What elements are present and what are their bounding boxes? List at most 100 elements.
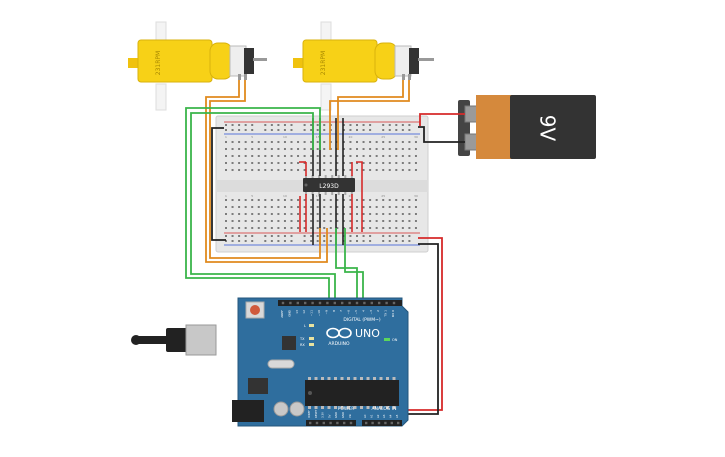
terminal-hole[interactable] <box>225 220 227 222</box>
rail-hole[interactable] <box>362 235 365 237</box>
terminal-hole[interactable] <box>323 155 326 157</box>
terminal-hole[interactable] <box>388 220 391 222</box>
terminal-hole[interactable] <box>342 227 345 229</box>
terminal-hole[interactable] <box>251 227 254 229</box>
terminal-hole[interactable] <box>401 213 404 215</box>
terminal-hole[interactable] <box>395 162 398 164</box>
analog-pin-hole[interactable] <box>384 421 387 425</box>
rail-hole[interactable] <box>362 124 365 126</box>
rail-hole[interactable] <box>231 240 234 242</box>
terminal-hole[interactable] <box>303 227 306 229</box>
dc-motor-left[interactable]: 231RPM <box>128 21 267 111</box>
rail-hole[interactable] <box>303 129 306 131</box>
terminal-hole[interactable] <box>336 227 339 229</box>
terminal-hole[interactable] <box>251 169 254 171</box>
terminal-hole[interactable] <box>277 148 280 150</box>
rail-hole[interactable] <box>356 240 358 242</box>
rail-hole[interactable] <box>362 129 365 131</box>
rail-hole[interactable] <box>310 240 313 242</box>
terminal-hole[interactable] <box>369 148 372 150</box>
rail-hole[interactable] <box>283 240 286 242</box>
wire-orange-motor-left-b[interactable] <box>209 80 321 259</box>
terminal-hole[interactable] <box>414 162 417 164</box>
rail-hole[interactable] <box>369 235 372 237</box>
terminal-hole[interactable] <box>238 162 241 164</box>
rail-hole[interactable] <box>323 124 326 126</box>
analog-header[interactable] <box>362 420 402 426</box>
terminal-hole[interactable] <box>342 162 345 164</box>
terminal-hole[interactable] <box>375 148 378 150</box>
motor-right-terminal-2[interactable] <box>408 74 411 80</box>
terminal-hole[interactable] <box>310 227 313 229</box>
terminal-hole[interactable] <box>356 213 358 215</box>
terminal-hole[interactable] <box>290 213 293 215</box>
terminal-hole[interactable] <box>238 220 241 222</box>
rail-hole[interactable] <box>264 240 267 242</box>
power-pin-hole[interactable] <box>322 421 325 425</box>
terminal-hole[interactable] <box>395 148 398 150</box>
terminal-hole[interactable] <box>244 141 247 143</box>
terminal-hole[interactable] <box>257 162 260 164</box>
terminal-hole[interactable] <box>316 155 319 157</box>
terminal-hole[interactable] <box>408 148 411 150</box>
terminal-hole[interactable] <box>329 169 332 171</box>
terminal-hole[interactable] <box>303 155 306 157</box>
analog-pin-hole[interactable] <box>397 421 400 425</box>
terminal-hole[interactable] <box>401 169 404 171</box>
terminal-hole[interactable] <box>310 199 313 201</box>
terminal-hole[interactable] <box>283 199 286 201</box>
terminal-hole[interactable] <box>231 162 234 164</box>
terminal-hole[interactable] <box>408 162 411 164</box>
terminal-hole[interactable] <box>356 141 358 143</box>
terminal-hole[interactable] <box>316 213 319 215</box>
terminal-hole[interactable] <box>356 199 358 201</box>
terminal-hole[interactable] <box>356 206 358 208</box>
terminal-hole[interactable] <box>231 155 234 157</box>
terminal-hole[interactable] <box>342 199 345 201</box>
terminal-hole[interactable] <box>316 148 319 150</box>
digital-pin-hole[interactable] <box>326 301 329 305</box>
terminal-hole[interactable] <box>251 141 254 143</box>
wire-black-arduino-gnd[interactable] <box>398 243 439 415</box>
terminal-hole[interactable] <box>408 169 411 171</box>
rail-hole[interactable] <box>277 240 280 242</box>
rail-hole[interactable] <box>388 129 391 131</box>
terminal-hole[interactable] <box>297 213 300 215</box>
rail-hole[interactable] <box>401 129 404 131</box>
rail-hole[interactable] <box>342 124 345 126</box>
terminal-hole[interactable] <box>270 206 273 208</box>
rail-hole[interactable] <box>408 129 411 131</box>
motor-left-terminal-2[interactable] <box>244 74 247 80</box>
terminal-hole[interactable] <box>270 148 273 150</box>
terminal-hole[interactable] <box>369 155 372 157</box>
terminal-hole[interactable] <box>257 213 260 215</box>
terminal-hole[interactable] <box>336 162 339 164</box>
terminal-hole[interactable] <box>395 155 398 157</box>
analog-pin-hole[interactable] <box>365 421 368 425</box>
dc-motor-right[interactable]: 231RPM <box>293 21 434 111</box>
terminal-hole[interactable] <box>388 169 391 171</box>
rail-hole[interactable] <box>238 124 241 126</box>
rail-hole[interactable] <box>225 240 227 242</box>
terminal-hole[interactable] <box>395 206 398 208</box>
terminal-hole[interactable] <box>277 227 280 229</box>
terminal-hole[interactable] <box>356 148 358 150</box>
terminal-hole[interactable] <box>362 206 365 208</box>
power-pin-hole[interactable] <box>315 421 319 425</box>
terminal-hole[interactable] <box>323 206 326 208</box>
terminal-hole[interactable] <box>323 199 326 201</box>
rail-hole[interactable] <box>382 240 385 242</box>
terminal-hole[interactable] <box>408 213 411 215</box>
terminal-hole[interactable] <box>303 162 306 164</box>
motor-left-terminal-1[interactable] <box>238 74 241 80</box>
terminal-hole[interactable] <box>231 141 234 143</box>
terminal-hole[interactable] <box>225 206 227 208</box>
terminal-hole[interactable] <box>277 155 280 157</box>
terminal-hole[interactable] <box>336 213 339 215</box>
power-pin-hole[interactable] <box>343 421 346 425</box>
rail-hole[interactable] <box>342 235 345 237</box>
rail-hole[interactable] <box>283 129 286 131</box>
terminal-hole[interactable] <box>290 169 293 171</box>
terminal-hole[interactable] <box>408 220 411 222</box>
battery-terminal-positive[interactable] <box>464 105 478 123</box>
